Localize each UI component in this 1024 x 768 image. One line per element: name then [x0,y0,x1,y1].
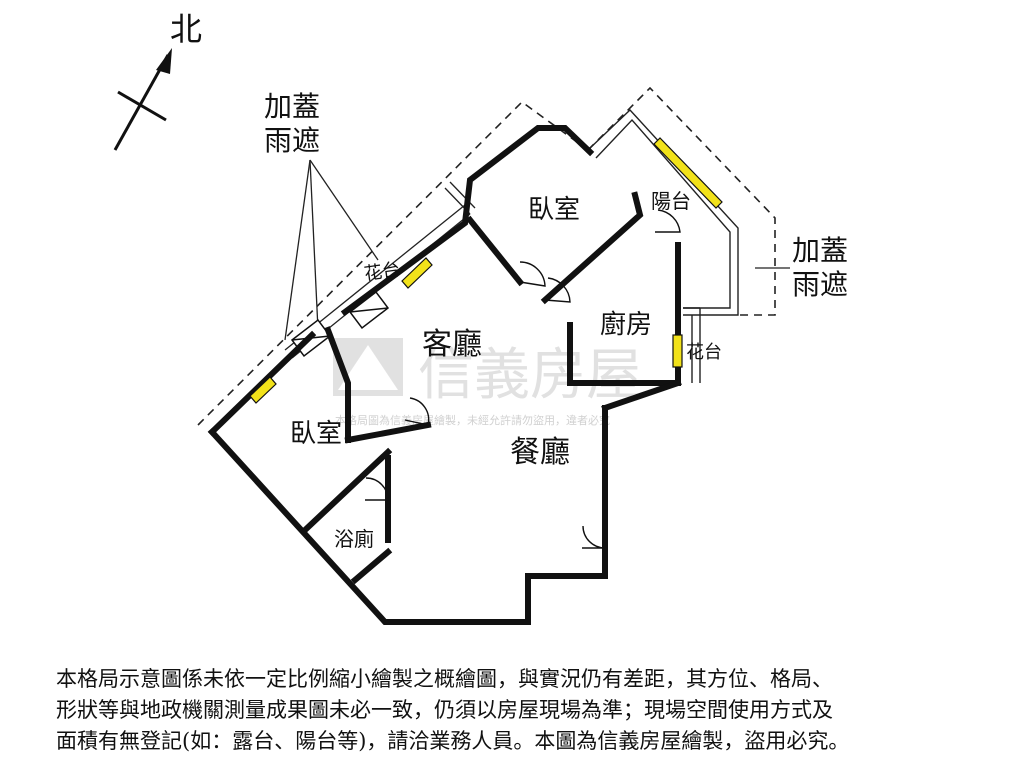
canopy-leader-lines [284,159,790,341]
room-label-kitchen: 廚房 [600,310,652,340]
north-compass: 北 [113,10,202,151]
room-label-planter-top: 花台 [363,259,402,285]
disclaimer-line-3: 面積有無登記(如：露台、陽台等)，請洽業務人員。本圖為信義房屋繪製，盜用必究。 [56,729,850,753]
canopy-outline [197,86,776,426]
canopy-label-left-2: 雨遮 [264,124,320,157]
canopy-label-right-1: 加蓋 [792,234,848,267]
door-swings [365,209,681,549]
watermark-notice: 本格局圖為信義房屋繪製，未經允許請勿盜用，違者必究 [335,413,610,427]
room-label-bathroom: 浴廁 [334,527,374,551]
canopy-label-right-2: 雨遮 [792,268,848,301]
room-label-bedroom-top: 臥室 [528,195,580,225]
disclaimer-line-2: 形狀等與地政機關測量成果圖未必一致，仍須以房屋現場為準；現場空間使用方式及 [56,698,833,722]
disclaimer-line-1: 本格局示意圖係未依一定比例縮小繪製之概繪圖，與實況仍有差距，其方位、格局、 [56,667,833,691]
watermark: 信義房屋 本格局圖為信義房屋繪製，未經允許請勿盜用，違者必究 [333,338,642,427]
room-label-dining: 餐廳 [510,435,570,470]
watermark-logo-icon [338,345,398,390]
windows [249,137,723,404]
floor-plan: 北 信義房屋 本格局圖為信義房屋繪製，未經允許請勿盜用，違者必究 [113,10,848,625]
room-label-planter-right: 花台 [686,342,722,363]
room-label-bedroom-left: 臥室 [290,419,342,449]
canopy-label-left-1: 加蓋 [264,90,320,123]
room-label-living: 客廳 [422,327,482,362]
disclaimer: 本格局示意圖係未依一定比例縮小繪製之概繪圖，與實況仍有差距，其方位、格局、 形狀… [56,664,976,757]
north-label: 北 [170,10,202,48]
room-label-balcony: 陽台 [651,189,691,213]
balcony-rail [587,109,739,383]
watermark-brand: 信義房屋 [418,343,642,408]
